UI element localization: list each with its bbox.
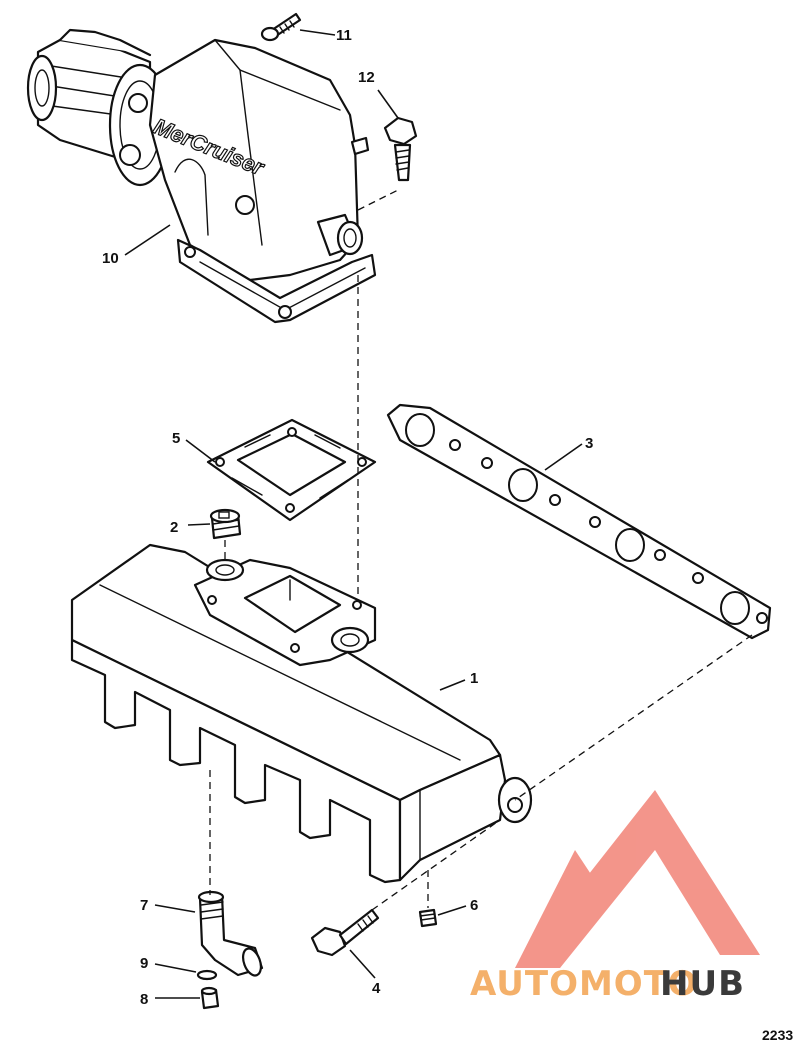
- alignment-lines: [209, 189, 753, 911]
- callout-11: 11: [336, 27, 352, 44]
- elbow-fitting: [197, 890, 264, 977]
- bolt-4: [310, 908, 380, 957]
- drain-plug-6: [418, 908, 438, 928]
- callout-numbers: 1 2 3 4 5 6 7 8 9 10 11 12: [102, 27, 593, 1008]
- callout-12: 12: [358, 69, 375, 86]
- riser-gasket: [206, 418, 377, 522]
- callout-1: 1: [470, 670, 478, 687]
- fitting-8: [200, 986, 220, 1010]
- callout-6: 6: [470, 897, 478, 914]
- pipe-plug: [209, 508, 242, 540]
- callout-10: 10: [102, 250, 119, 267]
- watermark-text-part1: AUTOMOTO: [470, 964, 698, 1004]
- bolt-12: [383, 116, 418, 182]
- callout-3: 3: [585, 435, 593, 452]
- callout-2: 2: [170, 519, 178, 536]
- figure-number: 2233: [762, 1027, 793, 1043]
- callout-4: 4: [372, 980, 381, 997]
- screw-11: [260, 12, 302, 42]
- callout-leaders: [124, 29, 583, 999]
- exhaust-manifold: [70, 543, 533, 884]
- callout-8: 8: [140, 991, 148, 1008]
- automotohub-logo: [515, 790, 760, 968]
- callout-7: 7: [140, 897, 148, 914]
- callout-9: 9: [140, 955, 148, 972]
- watermark-text-part2: HUB: [660, 964, 745, 1004]
- manifold-gasket: [386, 403, 772, 640]
- o-ring: [196, 969, 218, 981]
- exhaust-elbow: MerCruiser: [26, 28, 377, 324]
- callout-5: 5: [172, 430, 180, 447]
